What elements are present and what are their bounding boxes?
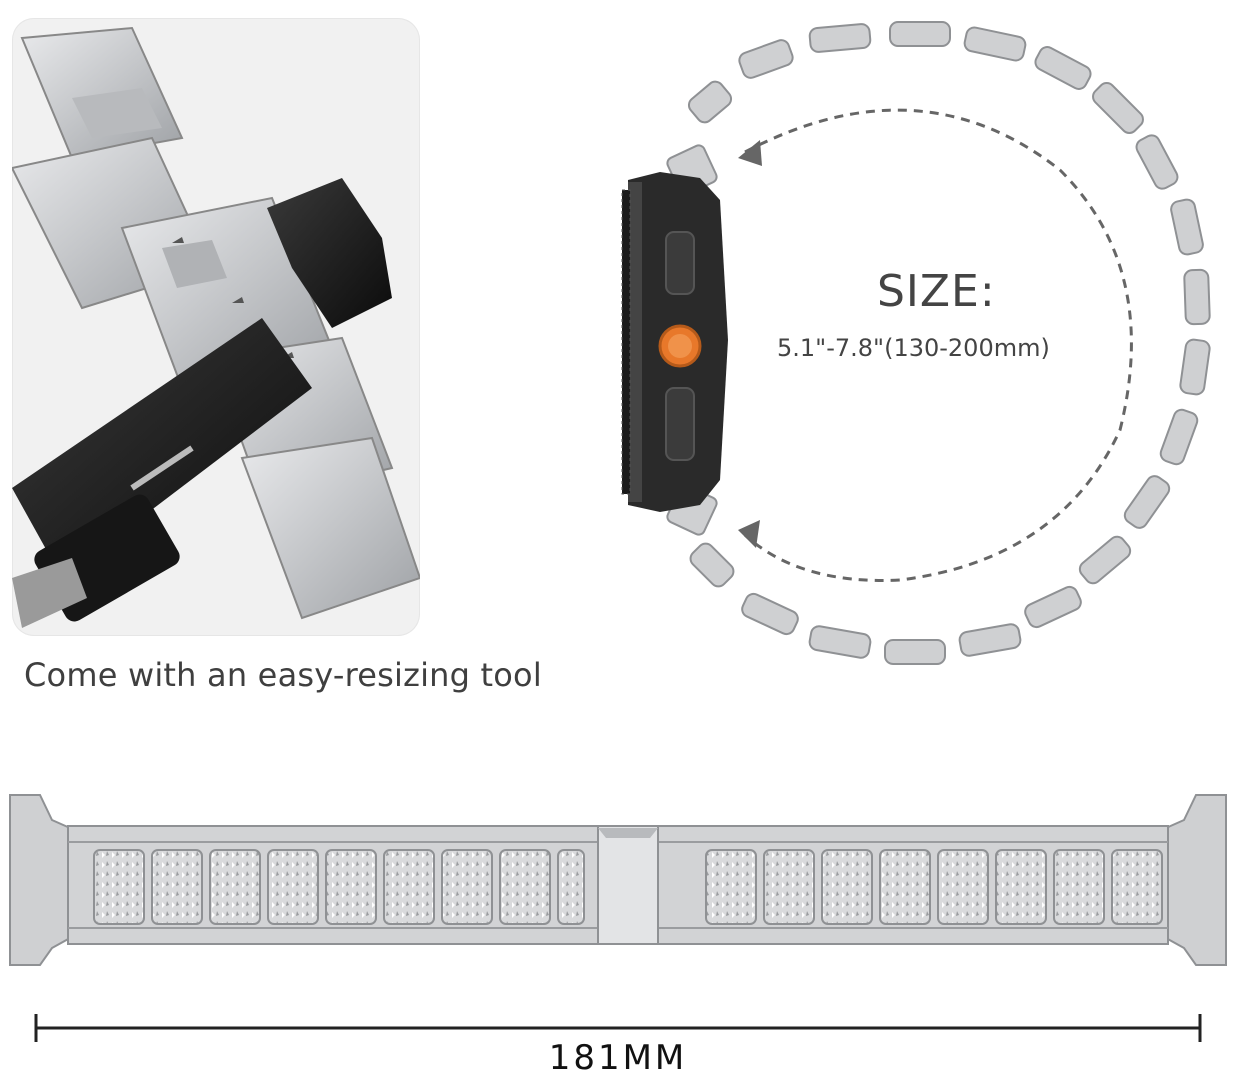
crystal-link <box>441 849 493 925</box>
crystal-link <box>1053 849 1105 925</box>
resizing-tool <box>12 178 392 628</box>
crystal-link <box>383 849 435 925</box>
crystal-link <box>937 849 989 925</box>
crystal-link <box>151 849 203 925</box>
resizing-tool-photo <box>12 18 420 636</box>
crystal-link <box>995 849 1047 925</box>
size-range-text: 5.1"-7.8"(130-200mm) <box>777 334 1050 362</box>
size-heading: SIZE: <box>877 266 996 317</box>
crystal-link <box>705 849 757 925</box>
crystal-link <box>879 849 931 925</box>
crystal-link <box>93 849 145 925</box>
watch-case <box>621 144 728 536</box>
resizing-tool-illustration <box>12 26 420 628</box>
crystal-link <box>557 849 585 925</box>
band-length-label: 181MM <box>548 1038 688 1078</box>
crystal-link <box>1111 849 1163 925</box>
flat-band <box>9 794 1227 966</box>
crystal-link <box>499 849 551 925</box>
crystal-link <box>821 849 873 925</box>
crystal-link <box>209 849 261 925</box>
tool-caption: Come with an easy-resizing tool <box>24 656 542 694</box>
crystal-links <box>93 849 1163 925</box>
crystal-link <box>763 849 815 925</box>
crystal-link <box>267 849 319 925</box>
crystal-link <box>325 849 377 925</box>
